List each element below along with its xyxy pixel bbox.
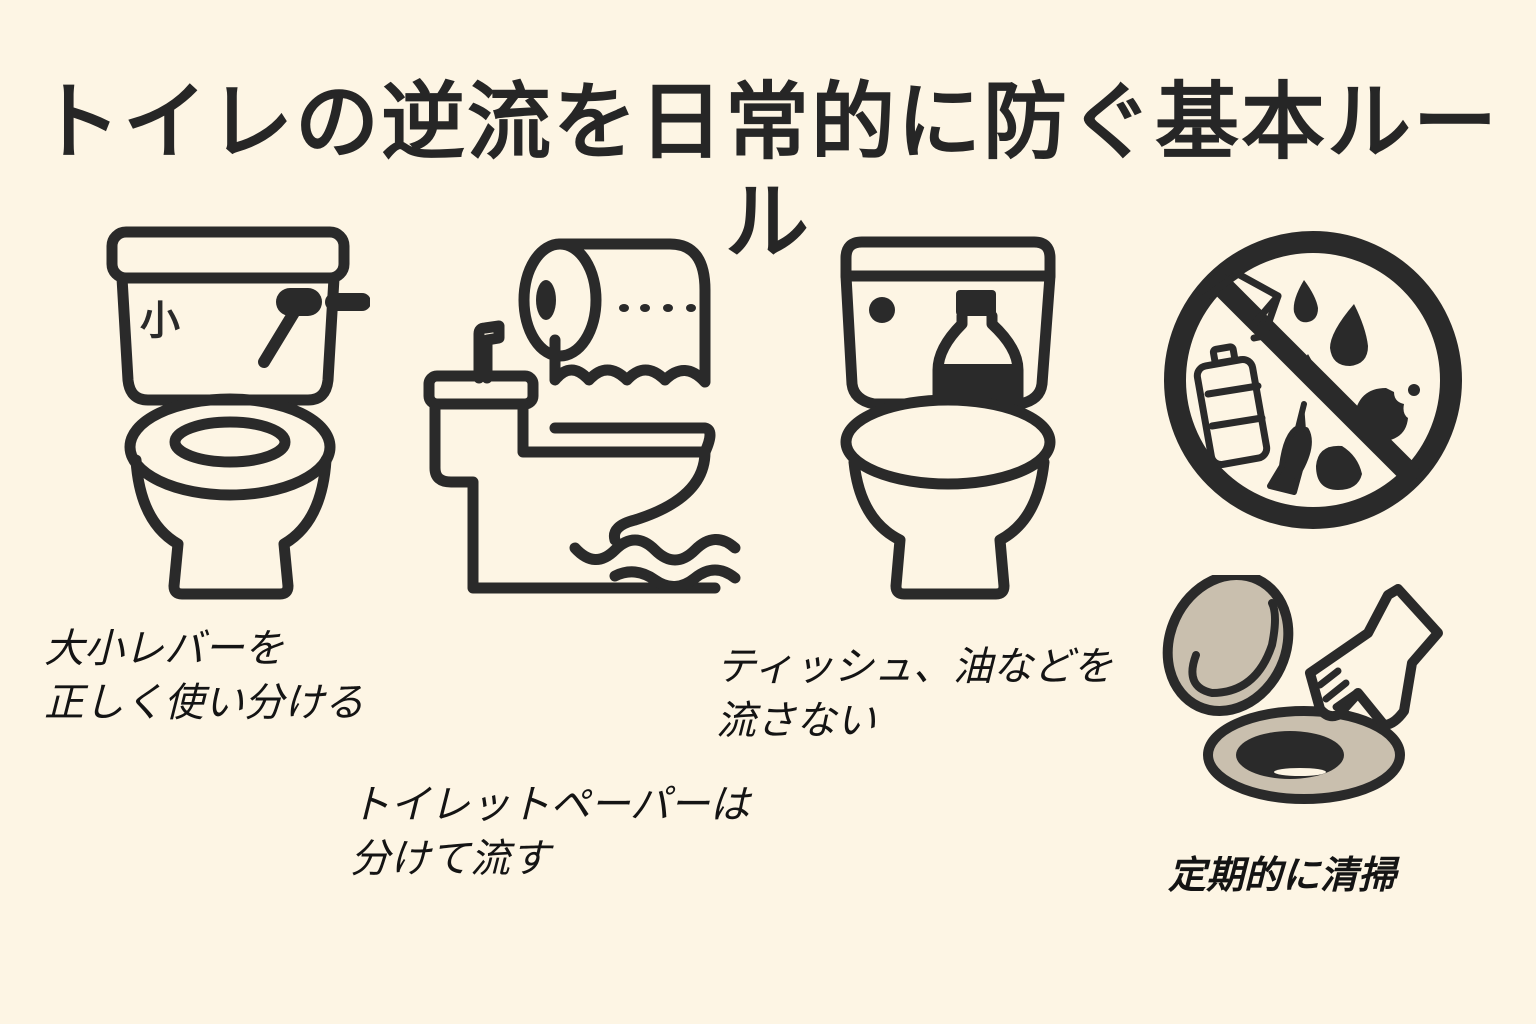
rule-label-no-tissue-oil: ティッシュ、油などを 流さない xyxy=(716,640,1113,748)
rule-label-line: 定期的に清掃 xyxy=(1168,853,1397,897)
no-foreign-objects-icon xyxy=(1158,228,1468,533)
drain-cleaning-icon xyxy=(1160,575,1460,805)
small-flush-mark: 小 xyxy=(140,298,180,344)
rule-label-line: 大小レバーを xyxy=(44,626,284,672)
rule-label-line: トイレットペーパーは xyxy=(350,782,750,828)
toilet-dual-lever-icon: 小 xyxy=(100,222,370,602)
rule-label-line: 分けて流す xyxy=(350,836,550,882)
toilet-paper-flush-icon xyxy=(415,230,745,600)
rule-label-line: 正しく使い分ける xyxy=(44,680,364,726)
rule-label-lever: 大小レバーを 正しく使い分ける xyxy=(44,622,364,730)
page-title: トイレの逆流を日常的に防ぐ基本ルール xyxy=(36,73,1499,271)
toilet-bottle-icon xyxy=(830,230,1060,600)
rule-label-line: 流さない xyxy=(716,698,876,744)
rule-label-cleaning: 定期的に清掃 xyxy=(1168,848,1396,902)
rule-label-line: ティッシュ、油などを xyxy=(716,644,1113,690)
rule-label-toilet-paper: トイレットペーパーは 分けて流す xyxy=(350,778,750,886)
